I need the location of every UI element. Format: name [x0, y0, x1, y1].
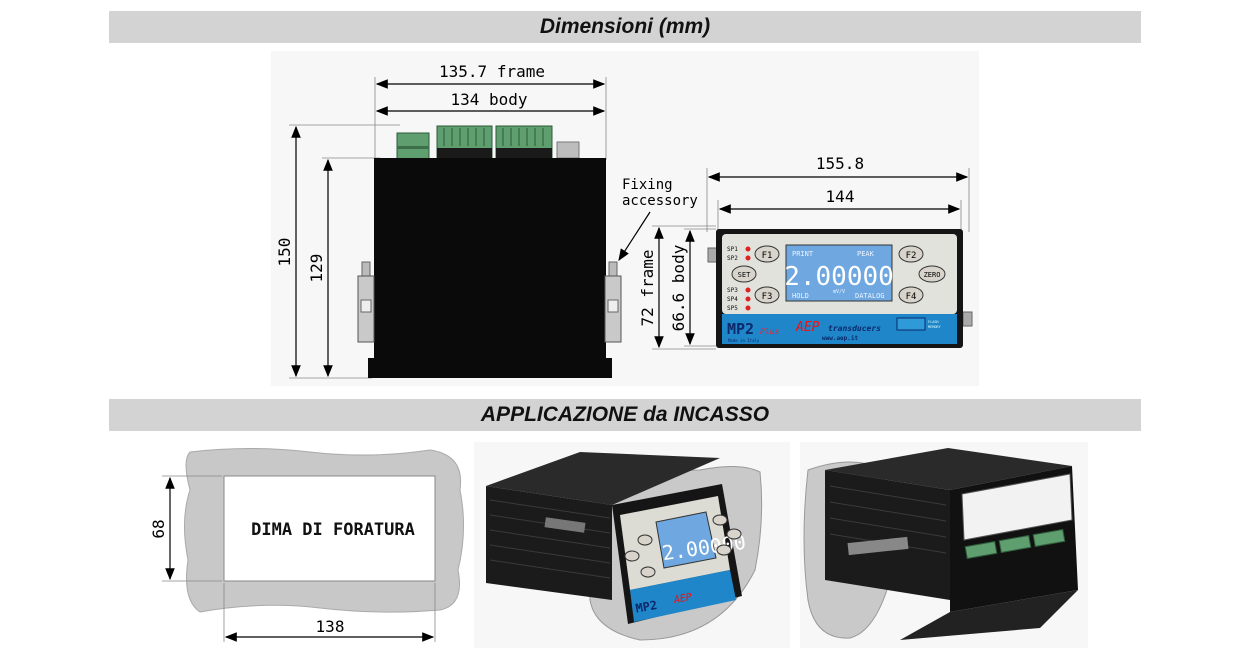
- front-frame-width: 155.8: [816, 154, 864, 173]
- display-print: PRINT: [792, 250, 814, 258]
- application-header: APPLICAZIONE da INCASSO: [109, 399, 1141, 431]
- display-hold: HOLD: [792, 292, 809, 300]
- cutout-drawing: DIMA DI FORATURA 68 138: [149, 448, 465, 642]
- set-label: SET: [738, 271, 751, 279]
- f4-button: [898, 286, 924, 304]
- side-overall-height: 150: [275, 238, 294, 267]
- application-title: APPLICAZIONE da INCASSO: [480, 403, 770, 426]
- cutout-height: 68: [149, 519, 168, 538]
- led-sp4: SP4: [727, 296, 738, 303]
- front-body-height: 66.6 body: [669, 244, 688, 331]
- display-unit: mV/V: [833, 289, 845, 295]
- case-side: [486, 486, 612, 600]
- f1-label: F1: [762, 251, 773, 261]
- f2-label: F2: [906, 251, 917, 261]
- rear-case-top: [825, 448, 1072, 490]
- front-mount-render-panel: 2.00000 MP2 AEP: [474, 442, 790, 648]
- f3-button: [754, 286, 780, 304]
- device-frame-side: [368, 358, 612, 378]
- dimension-drawing-panel: 135.7 frame 134 body 150 129: [271, 51, 979, 386]
- rear-mount-render-panel: [800, 442, 1088, 648]
- model-suffix: Plus: [760, 327, 779, 336]
- cutout-panel: DIMA DI FORATURA 68 138: [146, 442, 466, 648]
- display-datalog: DATALOG: [855, 292, 885, 300]
- led-sp1: SP1: [727, 246, 738, 253]
- brand-name: AEP: [795, 320, 820, 335]
- rear-case-side: [825, 470, 950, 600]
- side-view: 135.7 frame 134 body 150 129: [275, 62, 698, 379]
- made-in: Made in Italy: [728, 338, 760, 343]
- instrument-front: SP1 SP2 SP3 SP4 SP5 F1 SET F3: [716, 229, 963, 348]
- case-top: [486, 452, 720, 505]
- front-view: 155.8 144 72 frame 66.6 body SP1 SP2 SP3…: [638, 154, 973, 350]
- f4-label: F4: [906, 292, 917, 302]
- dimensions-title: Dimensioni (mm): [539, 15, 711, 38]
- led-sp5: SP5: [727, 305, 738, 312]
- rear-label: [961, 473, 1073, 541]
- fixing-bracket-left: [357, 261, 375, 343]
- render-lcd: [655, 511, 717, 569]
- rear-mount-render: [803, 448, 1078, 640]
- display-peak: PEAK: [857, 250, 875, 258]
- right-buttons: F2 ZERO F4: [898, 245, 946, 304]
- front-frame-height: 72 frame: [638, 249, 657, 326]
- f2-button: [898, 245, 924, 263]
- side-body-height: 129: [307, 254, 326, 283]
- flash-label-1: FLASH: [928, 320, 939, 324]
- side-body-width: 134 body: [450, 90, 527, 109]
- front-mount-render: 2.00000 MP2 AEP: [486, 452, 763, 641]
- website: www.aep.it: [822, 335, 859, 342]
- fixing-bracket-right: [604, 261, 622, 343]
- fixing-accessory-line1: Fixing: [622, 177, 673, 193]
- model-name: MP2: [727, 320, 754, 338]
- terminal-connectors: [396, 125, 580, 160]
- left-buttons: F1 SET F3: [731, 245, 780, 304]
- zero-label: ZERO: [924, 271, 941, 279]
- set-button: [731, 265, 757, 283]
- led-sp2: SP2: [727, 255, 738, 262]
- front-body-width: 144: [826, 187, 855, 206]
- cutout-hole: [223, 475, 436, 582]
- zero-button: [918, 265, 946, 283]
- cutout-label: DIMA DI FORATURA: [251, 520, 415, 540]
- render-model-name: MP2: [634, 598, 658, 616]
- cutout-width: 138: [316, 617, 345, 636]
- side-frame-width: 135.7 frame: [439, 62, 545, 81]
- f3-label: F3: [762, 292, 773, 302]
- render-brand-name: AEP: [672, 592, 693, 606]
- display-value: 2.00000: [784, 262, 894, 292]
- led-sp3: SP3: [727, 287, 738, 294]
- dimensions-header: Dimensioni (mm): [109, 11, 1141, 43]
- flash-label-2: MEMORY: [928, 325, 942, 329]
- lcd-display: [785, 244, 893, 302]
- dimension-drawing: 135.7 frame 134 body 150 129: [275, 62, 973, 379]
- device-body-side: [374, 158, 606, 358]
- f1-button: [754, 245, 780, 263]
- fixing-accessory-line2: accessory: [622, 193, 698, 209]
- brand-suffix: transducers: [828, 324, 881, 333]
